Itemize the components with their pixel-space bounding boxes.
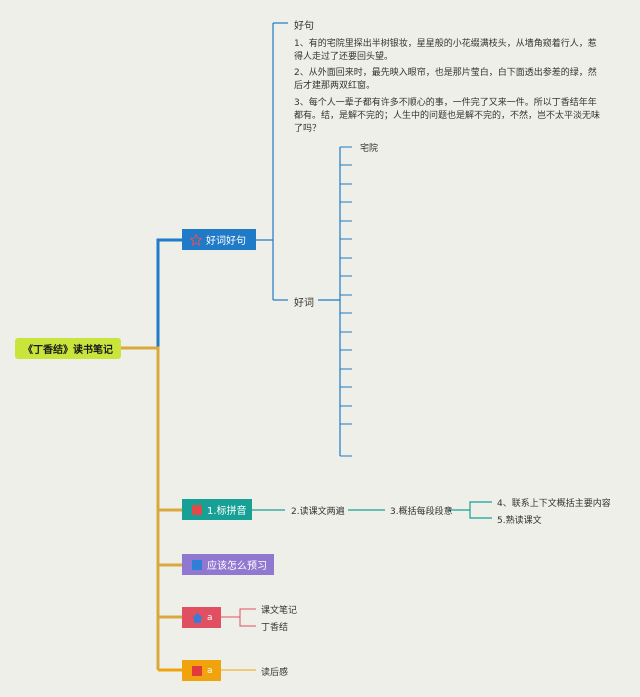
branch-red-label: a: [207, 612, 213, 623]
sentence-3: 3、每个人一辈子都有许多不顺心的事，一件完了又来一件。所以丁香结年年都有。结，是…: [294, 98, 601, 134]
branch-haoci-haoju[interactable]: 好词好句: [182, 229, 256, 250]
branch-orange[interactable]: a: [182, 660, 221, 681]
sentence-2: 2、从外面回来时，最先映入眼帘，也是那片莹白，白下面透出参差的绿，然后才建那两双…: [294, 68, 597, 91]
haoju-label: 好句: [294, 21, 314, 32]
root-title: 《丁香结》读书笔记: [23, 345, 113, 356]
branch-biaopinyin[interactable]: 1.标拼音: [182, 499, 252, 520]
branch-biaopinyin-label: 1.标拼音: [207, 506, 247, 517]
red-child-1: 课文笔记: [261, 606, 298, 616]
step-4: 4、联系上下文概括主要内容: [497, 499, 611, 509]
step-2: 2.读课文两遍: [291, 507, 345, 517]
haoci-label: 好词: [294, 298, 314, 309]
star-icon: [189, 232, 203, 246]
branch-orange-label: a: [207, 665, 213, 676]
root-node[interactable]: 《丁香结》读书笔记: [15, 338, 121, 359]
branch-yuxi[interactable]: 应该怎么预习: [182, 554, 274, 575]
branch-red[interactable]: a: [182, 607, 221, 628]
red-child-2: 丁香结: [261, 623, 289, 633]
branch-haoci-haoju-label: 好词好句: [206, 236, 246, 247]
haoci-word-1: 宅院: [360, 144, 379, 154]
orange-child-1: 读后感: [261, 668, 289, 678]
sentence-1: 1、有的宅院里探出半树银妆，星星般的小花缀满枝头，从墙角窥着行人，惹得人走过了还…: [294, 39, 597, 62]
flag-icon: [192, 665, 202, 676]
step-5: 5.熟读课文: [497, 516, 542, 526]
branch-yuxi-label: 应该怎么预习: [207, 561, 267, 572]
square-icon: [192, 559, 202, 570]
step-3: 3.概括每段段意: [390, 507, 453, 517]
home-icon: [192, 612, 203, 623]
flag-icon: [192, 504, 202, 515]
